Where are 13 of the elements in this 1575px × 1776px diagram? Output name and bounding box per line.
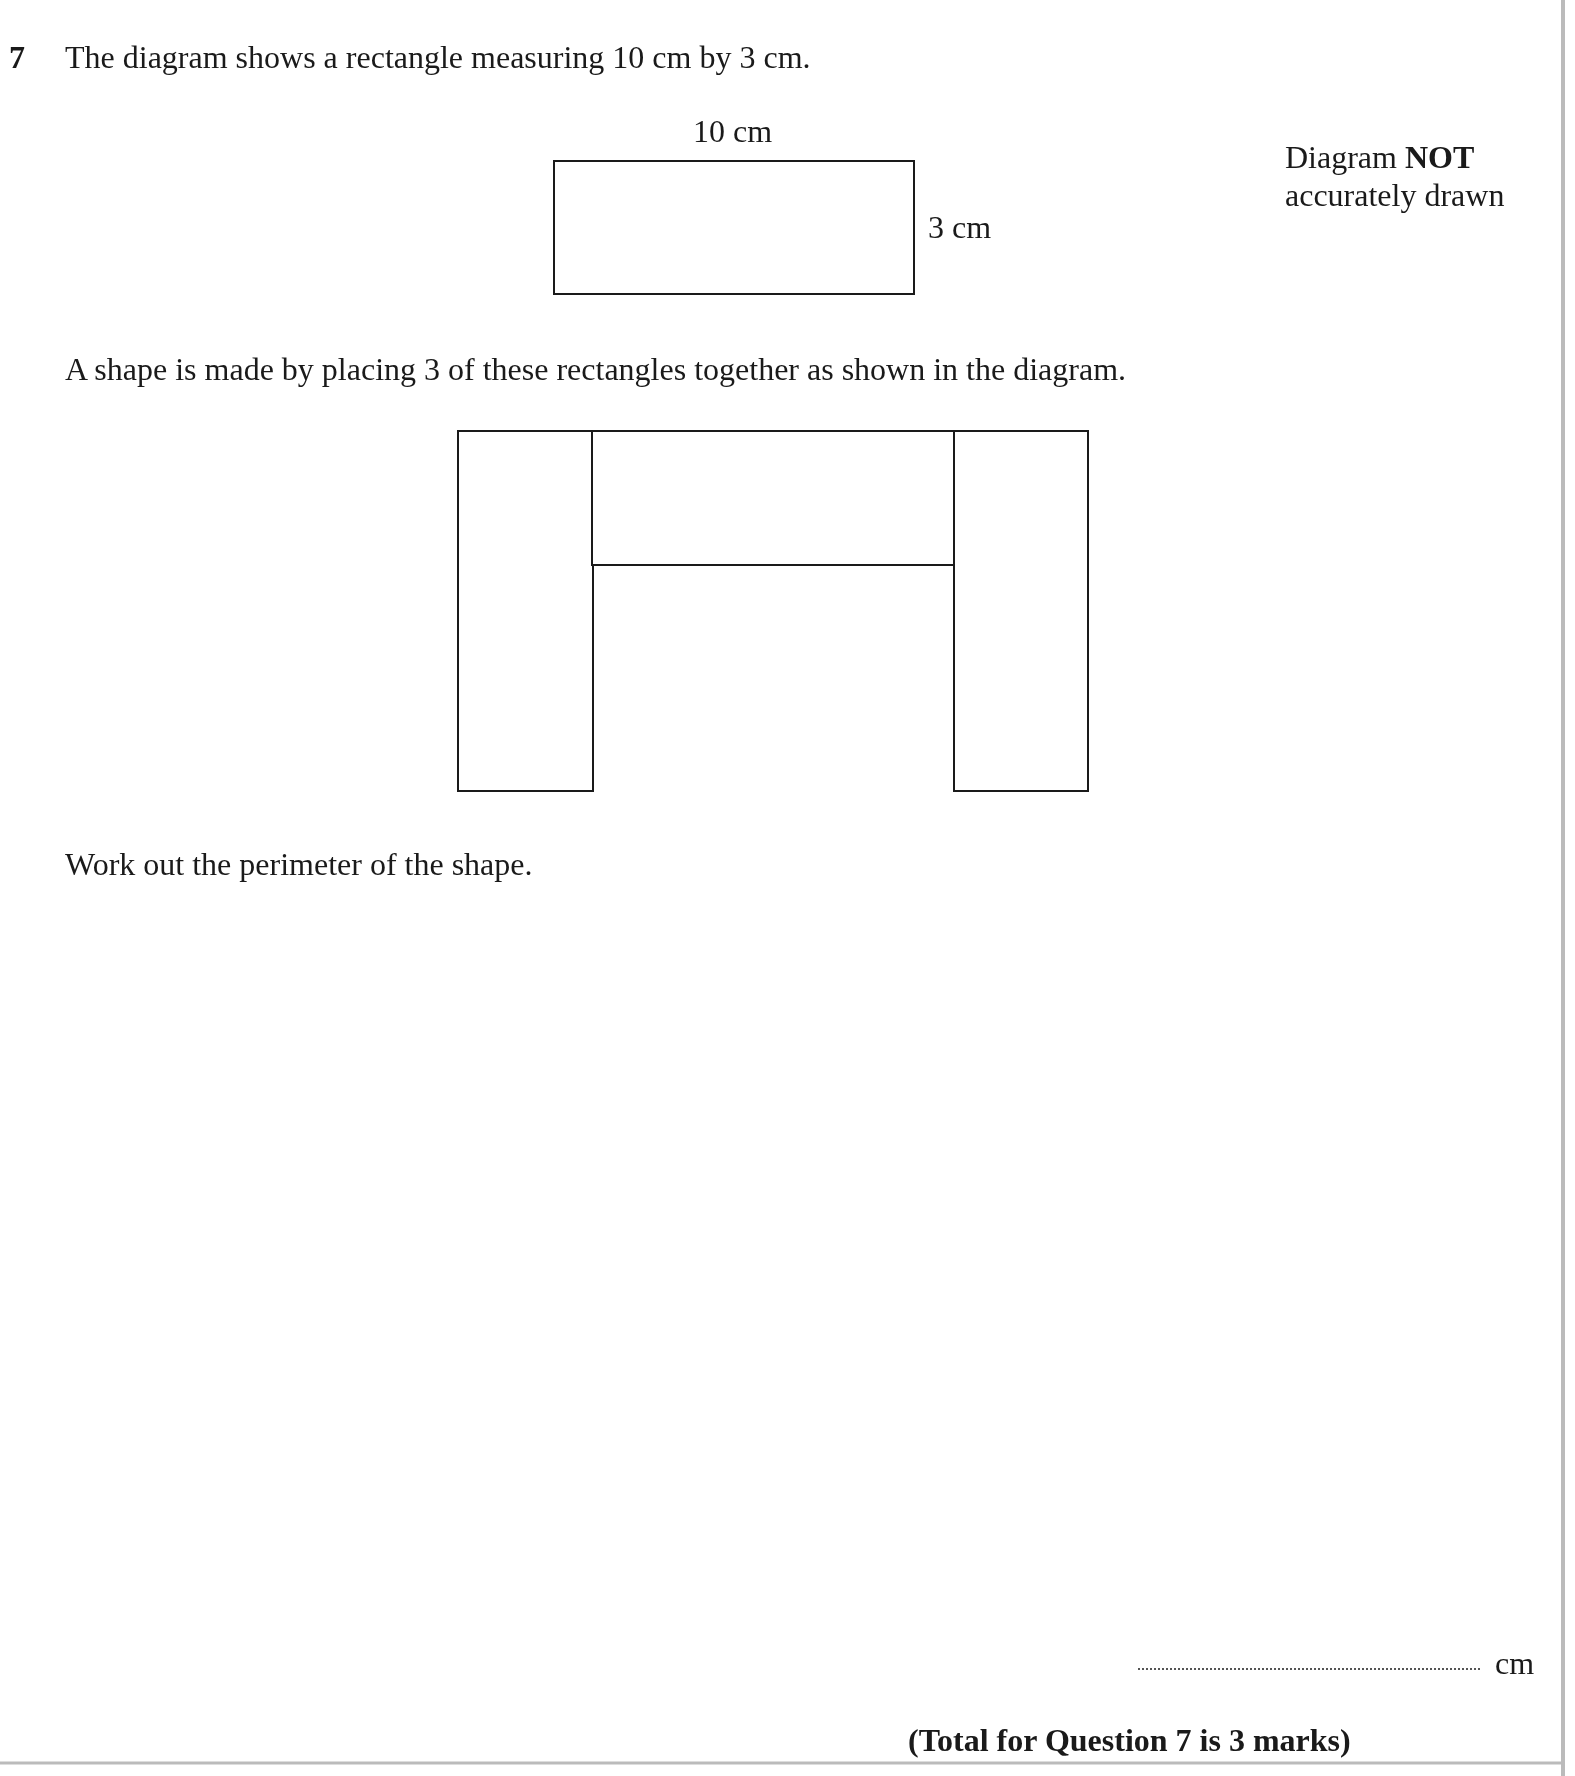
question-number: 7: [9, 38, 25, 76]
rectangle-shape: [953, 430, 1089, 792]
rectangle-shape: [457, 430, 594, 792]
question-text: The diagram shows a rectangle measuring 10 cm by 3 cm.: [65, 38, 811, 76]
question-text: Work out the perimeter of the shape.: [65, 845, 533, 883]
question-text: A shape is made by placing 3 of these rectangles together as shown in the diagram.: [65, 350, 1127, 388]
dimension-label: 10 cm: [693, 112, 773, 150]
unit-label: cm: [1495, 1644, 1535, 1682]
dimension-label: 3 cm: [928, 208, 992, 246]
marks-total: (Total for Question 7 is 3 marks): [908, 1721, 1351, 1759]
rectangle-shape: [553, 160, 915, 295]
diagram-note: Diagram NOT accurately drawn: [1285, 138, 1506, 214]
rectangle-shape: [591, 430, 955, 566]
